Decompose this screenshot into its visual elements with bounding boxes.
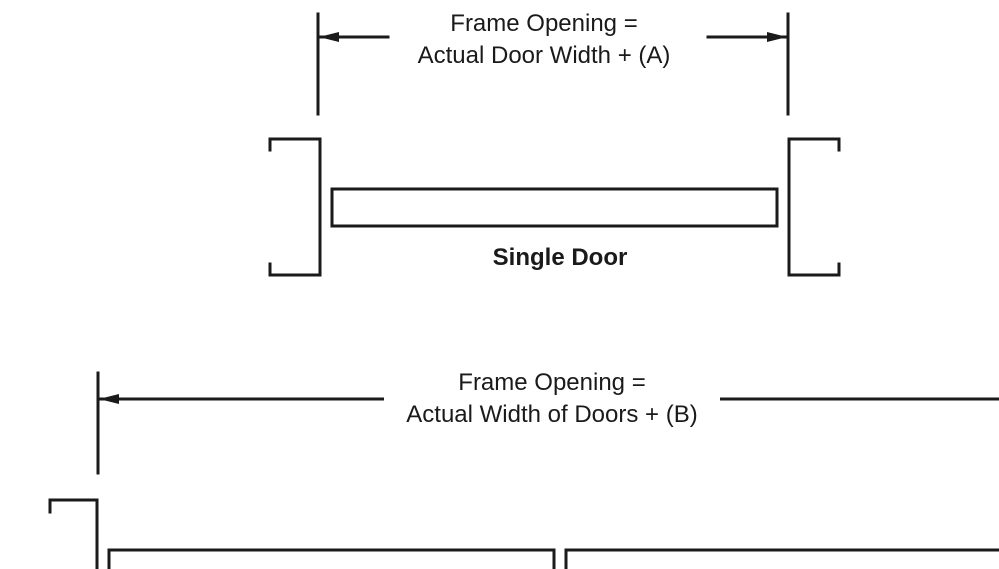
single-door-caption: Single Door (455, 244, 665, 272)
single-dimension-line1: Frame Opening = (450, 10, 638, 37)
single-door-leaf (330, 187, 779, 228)
single-frame-jamb-left (268, 137, 322, 277)
pair-door-leaf-left (107, 548, 556, 569)
pair-dimension-line1: Frame Opening = (458, 369, 646, 396)
single-frame-jamb-right (787, 137, 841, 277)
pair-dimension-label: Frame Opening = Actual Width of Doors + … (384, 367, 720, 431)
single-dimension-label: Frame Opening = Actual Door Width + (A) (392, 8, 696, 72)
pair-door-leaf-right (564, 548, 999, 569)
pair-door-section (48, 371, 999, 569)
pair-dimension-line2: Actual Width of Doors + (B) (406, 401, 698, 428)
single-door-section (268, 12, 841, 277)
single-dimension-line2: Actual Door Width + (A) (417, 42, 671, 69)
pair-frame-jamb-left (48, 498, 99, 569)
